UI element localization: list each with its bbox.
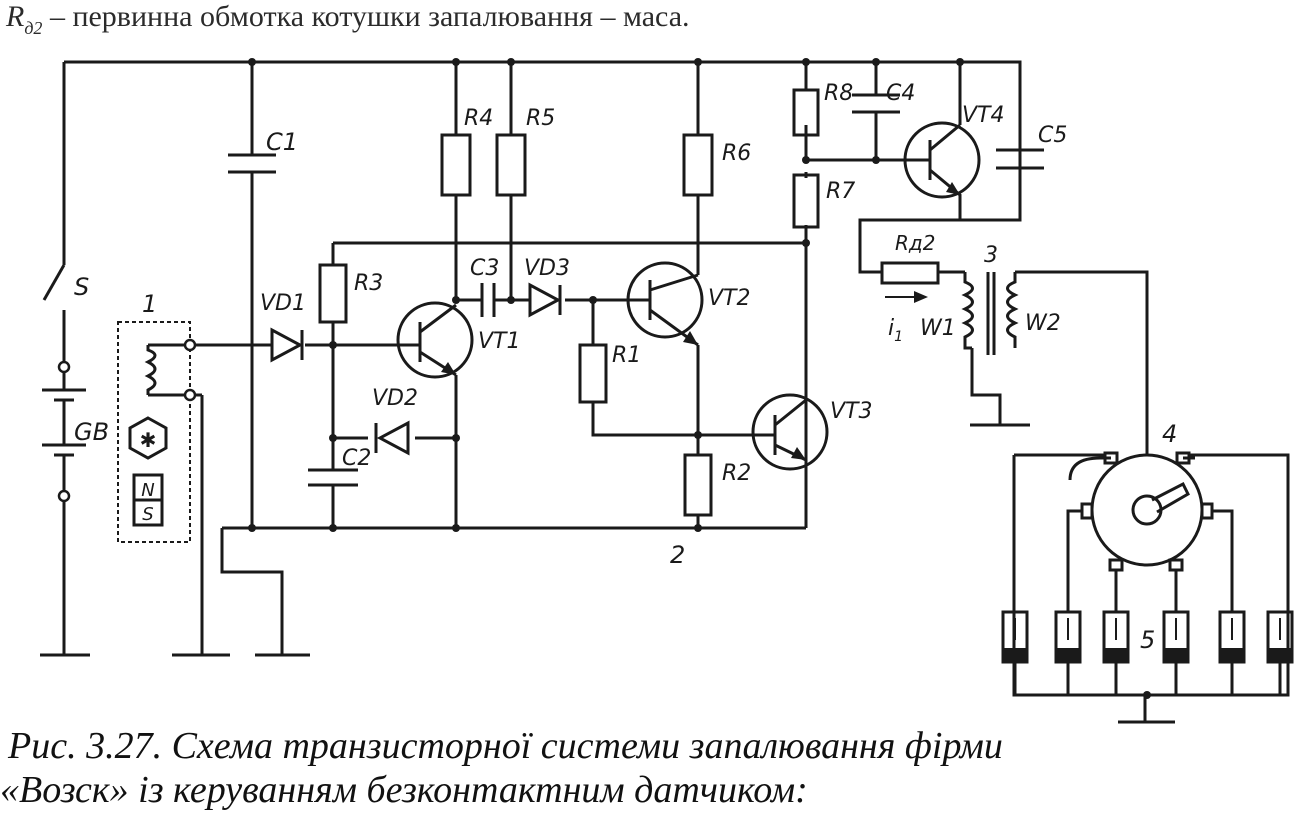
wires xyxy=(40,60,1290,724)
label-vd3: VD3 xyxy=(524,256,570,281)
label-rd2: Rд2 xyxy=(895,231,935,255)
label-vd2: VD2 xyxy=(372,386,418,411)
label-3: 3 xyxy=(984,243,998,268)
label-c4: C4 xyxy=(886,81,915,106)
resistor-r8 xyxy=(792,88,820,137)
spark-plugs xyxy=(1001,610,1294,695)
spark-plug-4 xyxy=(1162,610,1190,695)
label-r5: R5 xyxy=(526,106,555,131)
label-5: 5 xyxy=(1140,626,1155,654)
label-r3: R3 xyxy=(354,271,383,296)
label-c2: C2 xyxy=(342,446,371,471)
label-w2: W2 xyxy=(1025,311,1061,336)
resistors xyxy=(318,88,940,517)
labels: S GB C1 R4 R5 R6 R8 C4 VT4 C5 R7 Rд2 3 i… xyxy=(74,81,1177,654)
capacitor-c3 xyxy=(480,283,496,317)
capacitor-c4 xyxy=(852,93,900,114)
battery-gb xyxy=(42,360,86,503)
spark-plug-1 xyxy=(1001,610,1029,695)
sensor-rotor-icon: ✱ xyxy=(140,428,157,452)
figure-caption: Рис. 3.27. Схема транзисторної системи з… xyxy=(0,724,1003,812)
caption-line-2: «Возск» із керуванням безконтактним датч… xyxy=(0,769,808,811)
capacitor-c2 xyxy=(308,468,358,487)
ignition-coil xyxy=(885,272,1019,355)
transistor-vt2 xyxy=(626,261,704,347)
spark-plug-5 xyxy=(1218,610,1246,695)
label-pole-s: S xyxy=(142,504,153,525)
spark-plug-6 xyxy=(1266,610,1294,695)
resistor-r1 xyxy=(578,343,608,404)
transistor-vt3 xyxy=(751,393,829,471)
label-vt1: VT1 xyxy=(478,329,521,354)
spark-plug-2 xyxy=(1054,610,1082,695)
resistor-r7 xyxy=(792,173,820,229)
transistors xyxy=(396,121,981,471)
header-description: – первинна обмотка котушки запалювання –… xyxy=(42,0,690,33)
label-r4: R4 xyxy=(464,106,493,131)
spark-plug-3 xyxy=(1102,610,1130,695)
label-r8: R8 xyxy=(824,81,853,106)
header-symbol: R xyxy=(6,0,25,33)
label-1: 1 xyxy=(142,290,157,318)
diode-vd2 xyxy=(374,420,410,456)
label-4: 4 xyxy=(1162,420,1177,448)
sensor-hall: ✱ xyxy=(117,321,197,543)
junctions xyxy=(248,58,1151,699)
diode-vd1 xyxy=(270,327,304,363)
label-r1: R1 xyxy=(612,343,641,368)
caption-line-1: Рис. 3.27. Схема транзисторної системи з… xyxy=(8,725,1003,767)
label-r2: R2 xyxy=(722,461,751,486)
label-s: S xyxy=(74,273,89,301)
header-subscript: д2 xyxy=(24,18,43,38)
resistor-r2 xyxy=(683,453,713,517)
label-r7: R7 xyxy=(826,179,855,204)
diode-vd3 xyxy=(528,282,562,318)
label-c1: C1 xyxy=(266,128,298,156)
label-r6: R6 xyxy=(722,141,751,166)
resistor-r6 xyxy=(682,133,714,197)
label-w1: W1 xyxy=(920,316,956,341)
capacitor-c1 xyxy=(228,153,276,174)
transistor-vt4 xyxy=(903,121,981,220)
label-vt3: VT3 xyxy=(830,399,873,424)
resistor-r5 xyxy=(495,133,527,197)
label-vt2: VT2 xyxy=(708,286,751,311)
label-pole-n: N xyxy=(141,480,154,501)
resistor-r4 xyxy=(440,133,472,197)
label-c5: C5 xyxy=(1038,123,1067,148)
label-gb: GB xyxy=(74,418,109,446)
label-vd1: VD1 xyxy=(260,291,306,316)
header-text: Rд2 – первинна обмотка котушки запалюван… xyxy=(6,0,690,39)
label-vt4: VT4 xyxy=(962,103,1005,128)
label-i1: i1 xyxy=(888,316,903,345)
capacitors xyxy=(228,93,1044,487)
transistor-vt1 xyxy=(396,301,474,379)
label-c3: C3 xyxy=(470,256,499,281)
resistor-rd2 xyxy=(880,261,940,285)
label-2: 2 xyxy=(670,541,685,569)
diodes xyxy=(270,282,562,456)
switch-s xyxy=(42,264,66,340)
capacitor-c5 xyxy=(996,148,1044,170)
resistor-r3 xyxy=(318,263,348,324)
ignition-schematic: ✱ xyxy=(40,58,1294,724)
distributor xyxy=(1066,451,1234,612)
